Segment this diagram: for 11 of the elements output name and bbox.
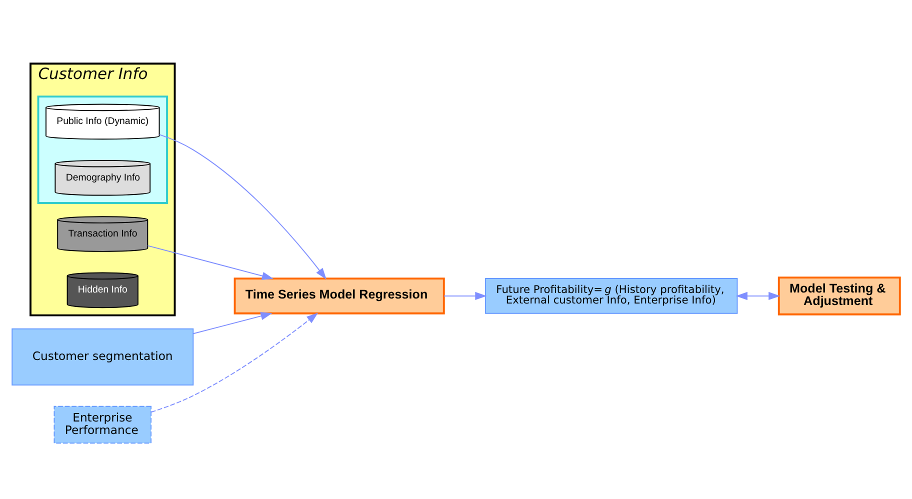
- arrow: [147, 245, 274, 280]
- arrow: [192, 312, 272, 334]
- arrow: [736, 292, 780, 300]
- node-box: Time Series Model Regression: [234, 278, 445, 314]
- cluster: [37, 96, 168, 204]
- arrow: [443, 292, 487, 300]
- node-box: Model Testing & Adjustment: [778, 276, 901, 316]
- node-box: Future Profitability=g (History profitability, External customer Info, Enterprise Info): [485, 278, 738, 314]
- node-box: Enterprise Performance: [54, 406, 152, 444]
- arrow: [150, 312, 318, 413]
- node-box: Customer segmentation: [12, 328, 194, 386]
